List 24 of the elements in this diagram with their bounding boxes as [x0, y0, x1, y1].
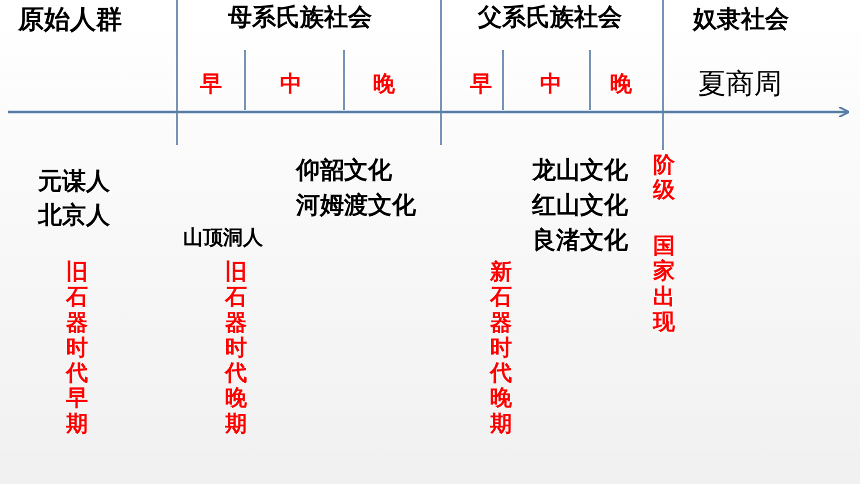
- stage-label: 晚: [373, 72, 395, 98]
- culture-label: 仰韶文化: [296, 157, 392, 185]
- dynasty-label: 夏商周: [698, 68, 782, 100]
- stage-label: 早: [200, 72, 222, 98]
- site-label: 元谋人: [38, 168, 110, 196]
- period-heading: 母系氏族社会: [228, 4, 372, 32]
- stage-label: 中: [280, 72, 302, 98]
- culture-label: 红山文化: [532, 192, 628, 220]
- culture-label: 河姆渡文化: [296, 192, 416, 220]
- culture-label: 龙山文化: [532, 157, 628, 185]
- period-heading: 父系氏族社会: [478, 4, 622, 32]
- site-label: 山顶洞人: [183, 226, 263, 249]
- event-label: 国家出现: [653, 234, 675, 336]
- stage-label: 晚: [610, 72, 632, 98]
- period-heading: 原始人群: [18, 6, 122, 36]
- site-label: 北京人: [38, 202, 110, 230]
- era-label: 旧石器时代早期: [66, 260, 88, 438]
- era-label: 新石器时代晚期: [490, 260, 512, 438]
- period-heading: 奴隶社会: [693, 6, 789, 34]
- event-label: 阶级: [653, 153, 675, 204]
- era-label: 旧石器时代晚期: [225, 260, 247, 438]
- stage-label: 中: [540, 72, 562, 98]
- culture-label: 良渚文化: [532, 227, 628, 255]
- stage-label: 早: [470, 72, 492, 98]
